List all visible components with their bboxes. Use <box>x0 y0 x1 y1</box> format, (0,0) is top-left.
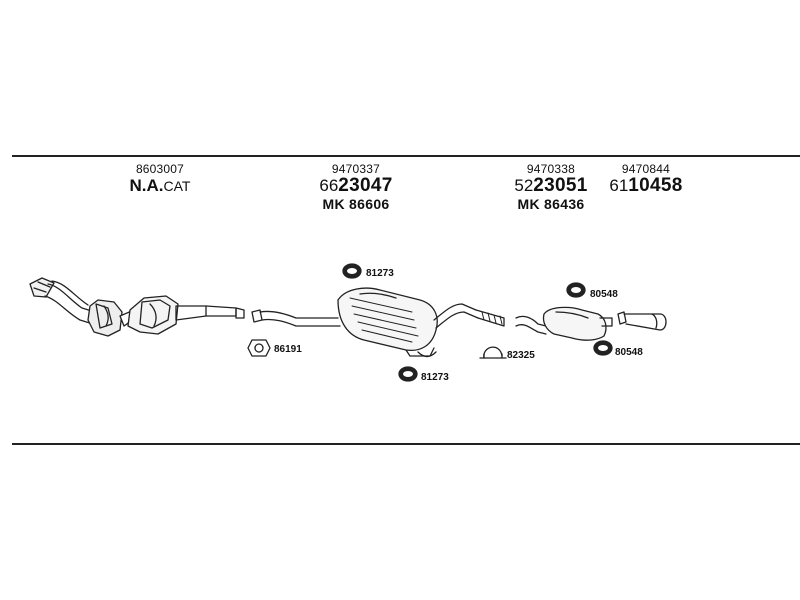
part-heading-front-silencer: 9470337 6623047 MK 86606 <box>319 162 392 213</box>
middle-silencer <box>515 306 613 341</box>
rubber-hanger-icon <box>398 366 418 382</box>
part-heading-rear-pipe: 9470844 6110458 <box>609 162 682 196</box>
rubber-hanger-icon <box>566 282 586 298</box>
rear-hanger-label-bottom: 80548 <box>615 347 643 358</box>
clamp-label: 82325 <box>507 350 535 361</box>
mounting-kit-number: MK 86436 <box>517 196 585 212</box>
part-number: 8603007 <box>135 162 185 176</box>
mounting-kit-number: MK 86606 <box>322 196 390 212</box>
gasket-icon <box>247 339 271 357</box>
rear-hanger-label-top: 80548 <box>590 289 618 300</box>
catalytic-converter <box>29 277 245 337</box>
part-heading-middle-silencer: 9470338 5223051 MK 86436 <box>514 162 587 213</box>
hanger-label-top: 81273 <box>366 268 394 279</box>
part-code: 5223051 <box>514 175 588 196</box>
rear-pipe <box>617 311 667 331</box>
part-code: 6110458 <box>609 175 683 196</box>
hanger-label-bottom: 81273 <box>421 372 449 383</box>
rubber-hanger-icon <box>593 340 613 356</box>
front-silencer <box>251 287 505 358</box>
clamp-icon <box>479 346 507 359</box>
part-heading-catalyst: 8603007 N.A.CAT <box>130 162 191 196</box>
part-number: 9470337 <box>331 162 381 176</box>
part-code: N.A.CAT <box>129 176 191 195</box>
part-number: 9470338 <box>526 162 576 176</box>
bottom-divider <box>12 443 800 445</box>
part-code: 6623047 <box>319 175 393 196</box>
rubber-hanger-icon <box>342 263 362 279</box>
gasket-label: 86191 <box>274 344 302 355</box>
part-number: 9470844 <box>621 162 671 176</box>
top-divider <box>12 155 800 157</box>
